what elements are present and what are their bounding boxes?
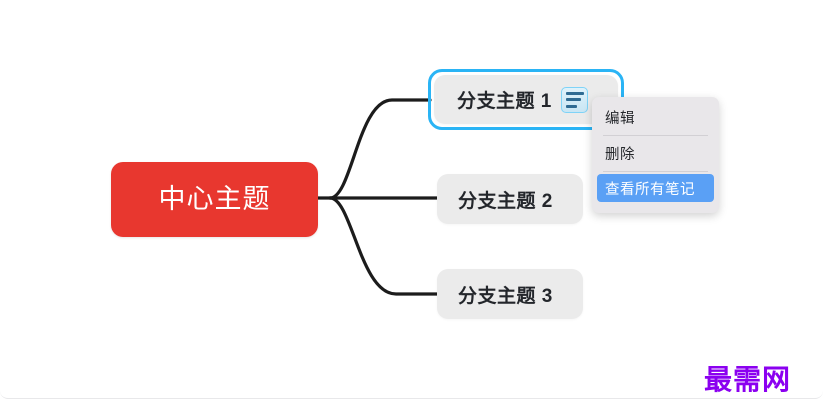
node-branch-3[interactable]: 分支主题 3 [437,269,583,319]
context-menu-separator-1 [603,135,708,136]
node-context-menu[interactable]: 编辑 删除 查看所有笔记 [592,97,719,213]
node-central-topic-label: 中心主题 [158,184,271,214]
node-branch-2-label: 分支主题 2 [458,190,553,212]
node-branch-2[interactable]: 分支主题 2 [437,174,583,224]
watermark-text: 最需网 [704,365,792,396]
note-line-2 [565,98,581,101]
context-menu-item-delete[interactable]: 删除 [605,147,635,163]
node-branch-3-label: 分支主题 3 [458,285,553,307]
note-lines-icon[interactable] [560,86,588,113]
context-menu-item-edit[interactable]: 编辑 [605,111,635,127]
context-menu-separator-2 [603,171,708,172]
note-line-3 [565,104,577,108]
node-central-topic[interactable]: 中心主题 [111,162,318,237]
node-branch-1[interactable]: 分支主题 1 [434,75,618,124]
note-line-1 [565,91,584,95]
context-menu-item-view-all-notes[interactable]: 查看所有笔记 [597,174,714,202]
node-branch-1-label: 分支主题 1 [457,91,552,112]
